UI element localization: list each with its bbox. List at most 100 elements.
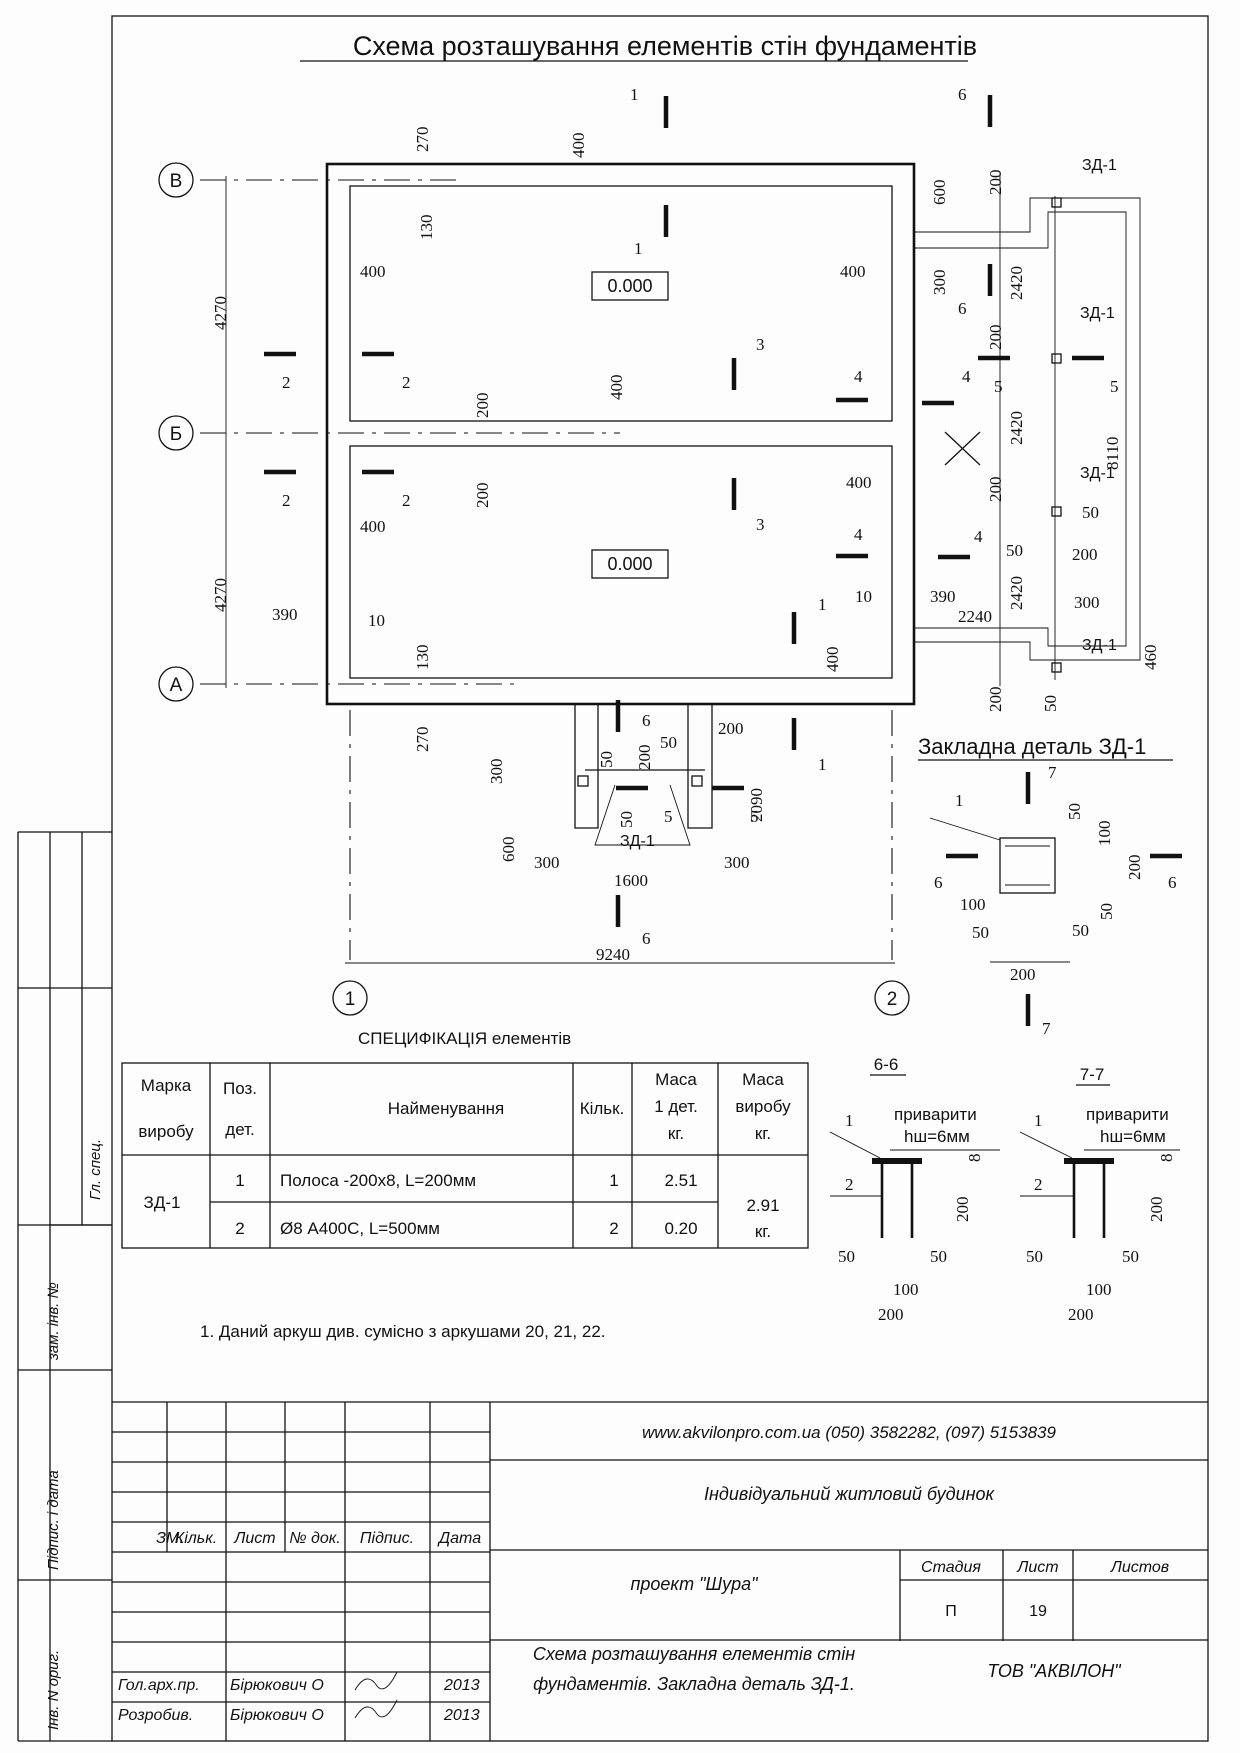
svg-text:50: 50 [1072,921,1089,940]
sheet-head: Лист [1016,1559,1058,1576]
outer-wall-outline [325,162,916,706]
spec-head-name: Найменування [388,1099,505,1118]
spec-table [121,1062,809,1249]
svg-text:300: 300 [724,853,750,872]
svg-text:50: 50 [617,811,636,828]
spec-row-2-qty: 2 [609,1219,618,1238]
axis-bubbles: В Б А 1 2 [158,162,910,1016]
spec-row-1-pos: 1 [235,1171,244,1190]
svg-text:7: 7 [1042,1019,1051,1038]
spec-head-mass1-3: кг. [668,1124,684,1143]
side-stamp-orig: Інв. N ориг. [45,1650,62,1730]
svg-text:приварити: приварити [1086,1105,1169,1124]
svg-text:50: 50 [1082,503,1099,522]
svg-text:300: 300 [487,759,506,785]
svg-text:5: 5 [1110,377,1119,396]
spec-head-mark-2: виробу [138,1122,194,1141]
svg-text:200: 200 [1125,855,1144,881]
svg-text:130: 130 [413,645,432,671]
foundation-plan [200,162,1141,964]
svg-text:ЗД-1: ЗД-1 [1082,157,1117,174]
spec-row-1-name: Полоса -200х8, L=200мм [280,1171,476,1190]
svg-text:400: 400 [360,517,386,536]
embed-labels-plan: ЗД-1 ЗД-1 ЗД-1 ЗД-1 ЗД-1 [620,157,1117,850]
role-1-name: Бірюкович О [230,1677,324,1694]
side-stamp-sign: Підпис. і дата [45,1470,62,1570]
svg-text:7: 7 [1048,763,1057,782]
svg-text:2420: 2420 [1007,411,1026,445]
spec-head-mark-1: Марка [141,1076,192,1095]
spec-total: 2.91 [746,1196,779,1215]
svg-text:10: 10 [855,587,872,606]
spec-head-mass1-2: 1 дет. [654,1097,698,1116]
svg-text:8110: 8110 [1103,437,1122,470]
svg-text:8: 8 [965,1154,984,1163]
axis-bubble-a [158,666,194,702]
stage-value: П [945,1603,957,1620]
sheet-value: 19 [1029,1603,1047,1620]
svg-text:390: 390 [272,605,298,624]
svg-text:ЗД-1: ЗД-1 [1080,465,1115,482]
svg-text:1: 1 [634,239,643,258]
inner-room-top [349,185,893,422]
spec-row-2-pos: 2 [235,1219,244,1238]
svg-text:200: 200 [718,719,744,738]
axis-bubble-2 [874,980,910,1016]
svg-text:200: 200 [953,1197,972,1223]
title-block-text: ЗМ. Кільк. Лист № док. Підпис. Дата Гол.… [118,1423,1169,1724]
role-2: Розробив. [118,1707,193,1724]
svg-text:2: 2 [1034,1175,1043,1194]
side-stamp-replace: зам. інв. № [45,1282,62,1361]
svg-text:200: 200 [473,393,492,419]
svg-text:1: 1 [345,989,356,1010]
svg-text:100: 100 [1095,821,1114,847]
role-1: Гол.арх.пр. [118,1677,200,1694]
svg-text:50: 50 [597,751,616,768]
project-name: проект "Шура" [630,1574,759,1594]
col-head-date: Дата [437,1530,481,1547]
svg-text:460: 460 [1141,645,1160,671]
spec-head-mass2-2: виробу [735,1097,791,1116]
company-name: ТОВ "АКВІЛОН" [987,1661,1122,1681]
side-stamp-labels: Гл. спец. зам. інв. № Підпис. і дата Інв… [45,1139,104,1730]
svg-text:ЗД-1: ЗД-1 [620,833,655,850]
svg-text:6: 6 [958,299,967,318]
svg-text:3: 3 [756,335,765,354]
svg-text:130: 130 [417,215,436,241]
svg-text:Б: Б [170,424,182,445]
spec-head-pos-2: дет. [225,1120,254,1139]
axis-bubble-1 [332,980,368,1016]
col-head-sign: Підпис. [360,1530,414,1547]
svg-text:400: 400 [840,262,866,281]
svg-text:50: 50 [1065,803,1084,820]
detail-title: Закладна деталь ЗД-1 [918,734,1146,759]
svg-text:2420: 2420 [1007,266,1026,300]
svg-text:50: 50 [1026,1247,1043,1266]
axis-bubble-v [158,162,194,198]
spec-head-pos-1: Поз. [223,1079,257,1098]
svg-text:8: 8 [1157,1154,1176,1163]
svg-text:200: 200 [986,477,1005,503]
svg-text:2: 2 [402,373,411,392]
role-1-year: 2013 [443,1677,480,1694]
svg-text:100: 100 [1086,1280,1112,1299]
spec-row-2-name: Ø8 А400С, L=500мм [280,1219,440,1238]
spec-table-text: Марка виробу Поз. дет. Найменування Кіль… [138,1070,791,1241]
spec-mark: ЗД-1 [144,1193,181,1212]
svg-text:hш=6мм: hш=6мм [1100,1127,1166,1146]
svg-text:200: 200 [986,325,1005,351]
svg-text:270: 270 [413,127,432,153]
svg-text:390: 390 [930,587,956,606]
svg-text:400: 400 [360,262,386,281]
svg-text:6: 6 [934,873,943,892]
level-box-top [591,271,669,301]
svg-text:200: 200 [878,1305,904,1324]
svg-text:9240: 9240 [596,945,630,964]
svg-text:1: 1 [818,595,827,614]
svg-text:1: 1 [955,791,964,810]
object-name: Індивідуальний житловий будинок [704,1484,996,1504]
svg-text:50: 50 [930,1247,947,1266]
svg-text:200: 200 [1147,1197,1166,1223]
svg-text:1: 1 [1034,1111,1043,1130]
